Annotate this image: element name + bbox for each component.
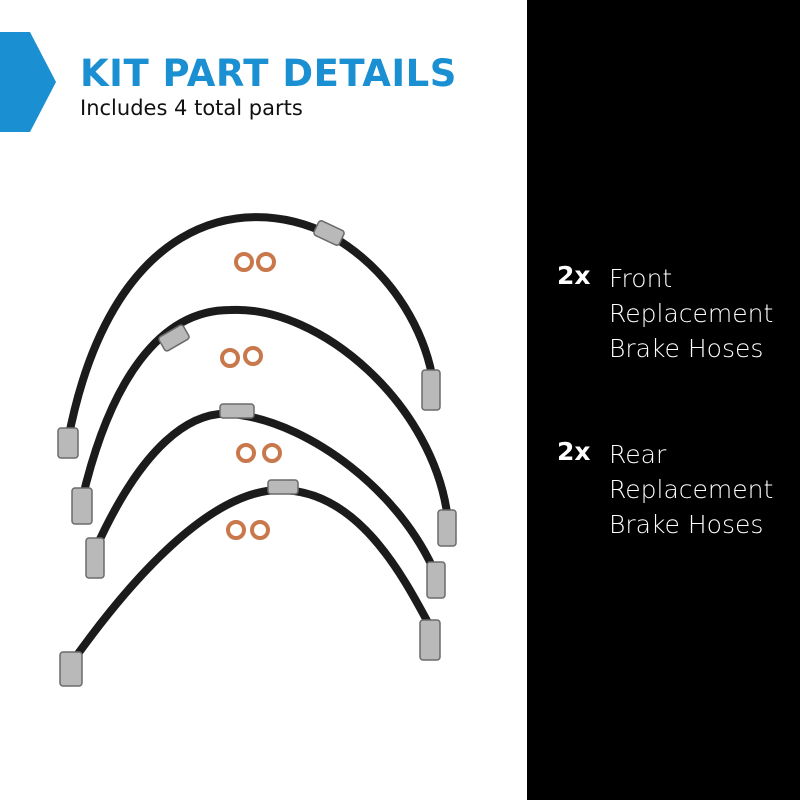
- item-quantity: 2x: [557, 437, 591, 466]
- item-line: Brake Hoses: [609, 334, 764, 363]
- item-description: Rear Replacement Brake Hoses: [609, 437, 800, 542]
- item-line: Replacement: [609, 299, 774, 328]
- front-hose-1: [64, 213, 436, 444]
- item-line: Rear: [609, 440, 667, 469]
- page-subtitle: Includes 4 total parts: [80, 96, 303, 120]
- item-line: Replacement: [609, 475, 774, 504]
- item-description: Front Replacement Brake Hoses: [609, 261, 800, 366]
- page-title: KIT PART DETAILS: [80, 52, 457, 95]
- front-hose-2: [78, 305, 452, 524]
- right-panel: [527, 0, 800, 800]
- chevron-icon: [0, 32, 56, 132]
- item-line: Brake Hoses: [609, 510, 764, 539]
- item-line: Front: [609, 264, 673, 293]
- left-panel: KIT PART DETAILS Includes 4 total parts: [0, 32, 457, 687]
- rear-hose-2: [66, 485, 436, 669]
- brake-hoses-photo: [57, 213, 457, 687]
- item-quantity: 2x: [557, 261, 591, 290]
